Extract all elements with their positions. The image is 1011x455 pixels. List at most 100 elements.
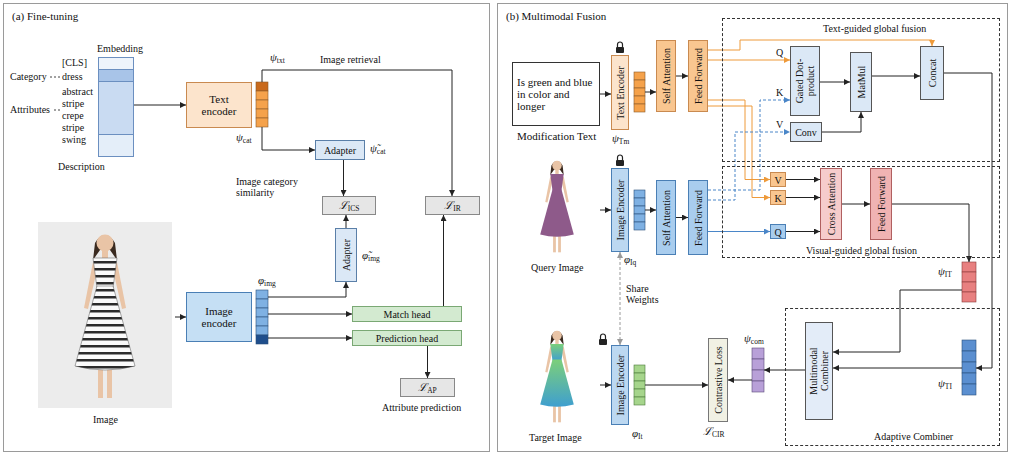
loss-box: ℒAP (400, 378, 455, 397)
flow-arrow (175, 317, 186, 318)
node-label: Feed Forward (693, 48, 704, 104)
math-subscript: It (638, 432, 643, 441)
node-label: ℒIR (444, 200, 461, 212)
feature-symbol: ψTI (938, 378, 952, 390)
attention-block: Feed Forward (688, 40, 708, 112)
feature-vector (256, 308, 268, 317)
connector (676, 217, 688, 218)
connector (427, 346, 428, 378)
math-subscript: CIR (712, 430, 725, 439)
connector (842, 204, 870, 205)
math-symbol: ψ (744, 332, 751, 344)
feature-vector (634, 214, 645, 222)
lock-icon (616, 160, 624, 166)
math-symbol: φ (624, 253, 630, 265)
operator-box: Gated Dot-product (790, 46, 820, 116)
connector (786, 231, 820, 232)
feature-vector (634, 365, 645, 373)
math-subscript: IR (453, 204, 461, 213)
node-heading: (a) Fine-tuning (12, 10, 78, 22)
connector (676, 76, 688, 77)
connector (786, 197, 820, 198)
attention-block: Feed Forward (688, 180, 708, 255)
model-figure (555, 169, 558, 173)
feature-symbol: ψ̃cat (370, 143, 386, 155)
feature-vector (634, 198, 645, 206)
feature-vector (634, 206, 645, 214)
annotation: Image category similarity (236, 176, 320, 198)
lock-icon (599, 339, 607, 345)
flow-arrow (262, 127, 315, 150)
node-label: Image Encoder (615, 180, 626, 241)
attention-block: Self Attention (656, 180, 676, 255)
math-subscript: AP (427, 386, 437, 395)
node-label: Prediction head (376, 333, 438, 344)
math-symbol: ℒ (339, 199, 348, 211)
node-label: Contrastive Loss (713, 346, 724, 414)
feature-symbol: ψtxt (270, 52, 285, 64)
node-label: Match head (384, 309, 431, 320)
annotation: Attribute prediction (382, 402, 461, 413)
text-box: Is green and blue in color and longerMod… (512, 62, 600, 126)
feature-vector (962, 262, 976, 302)
node-label: Concat (927, 59, 938, 87)
node-label: Adapter (341, 239, 352, 271)
node-label: K (774, 192, 781, 203)
flow-arrow (645, 385, 708, 386)
node-label: Q (774, 226, 781, 237)
node-heading: Modification Text (517, 130, 596, 142)
model-figure (550, 161, 563, 175)
feature-vector (634, 397, 645, 405)
model-figure (93, 258, 117, 288)
flow-arrow (268, 282, 346, 297)
feature-vector (634, 104, 645, 112)
feature-vector (256, 100, 268, 109)
lock-icon (616, 155, 624, 166)
feature-symbol: ψcat (236, 132, 252, 144)
connector (708, 231, 770, 232)
loss-box: Contrastive Loss (708, 338, 728, 422)
feature-vector (256, 118, 268, 127)
model-figure (75, 235, 135, 399)
adapter-box: Adapter (315, 140, 365, 160)
node-label: Multimodal Combiner (808, 340, 830, 402)
feature-vector (752, 381, 764, 392)
node-label: Adapter (324, 145, 356, 156)
math-symbol: ψ (236, 131, 243, 143)
leader-line (54, 110, 60, 111)
math-symbol: ψ̃ (370, 142, 377, 154)
feature-vector (256, 317, 268, 326)
feature-vector (752, 359, 764, 370)
lock-icon (616, 47, 624, 53)
qkv-box: K (770, 190, 786, 205)
math-symbol: ψ (938, 265, 945, 277)
math-subscript: Iq (630, 258, 636, 267)
math-subscript: img (264, 279, 276, 288)
connector (134, 105, 186, 106)
math-symbol: φ (632, 427, 638, 439)
node-label: ℒAP (418, 382, 437, 394)
panel: EmbeddingText encoderAdapterℒICSℒIRAdapt… (3, 3, 490, 452)
operator-box: Concat (920, 46, 944, 100)
node-label: Is green and blue in color and longer (517, 76, 595, 112)
flow-arrow (268, 338, 352, 339)
model-figure (540, 161, 574, 253)
head-box: Match head (352, 306, 462, 322)
math-symbol: ψ (612, 132, 619, 144)
feature-vector (962, 282, 976, 292)
feature-vector (752, 348, 764, 392)
connector (820, 82, 850, 83)
math-symbol: ℒ (418, 381, 427, 393)
photo-background (38, 222, 172, 408)
feature-vector (962, 272, 976, 282)
math-symbol: ℒ (444, 199, 453, 211)
math-subscript: Tm (619, 137, 629, 146)
feature-vector (256, 299, 268, 308)
annotation: Image retrieval (320, 54, 381, 65)
feature-symbol: φimg (258, 275, 276, 287)
connector (343, 160, 344, 196)
leader-line (50, 77, 60, 78)
node-label: MatMul (856, 66, 867, 99)
embedding-bar: Embedding (98, 57, 134, 157)
